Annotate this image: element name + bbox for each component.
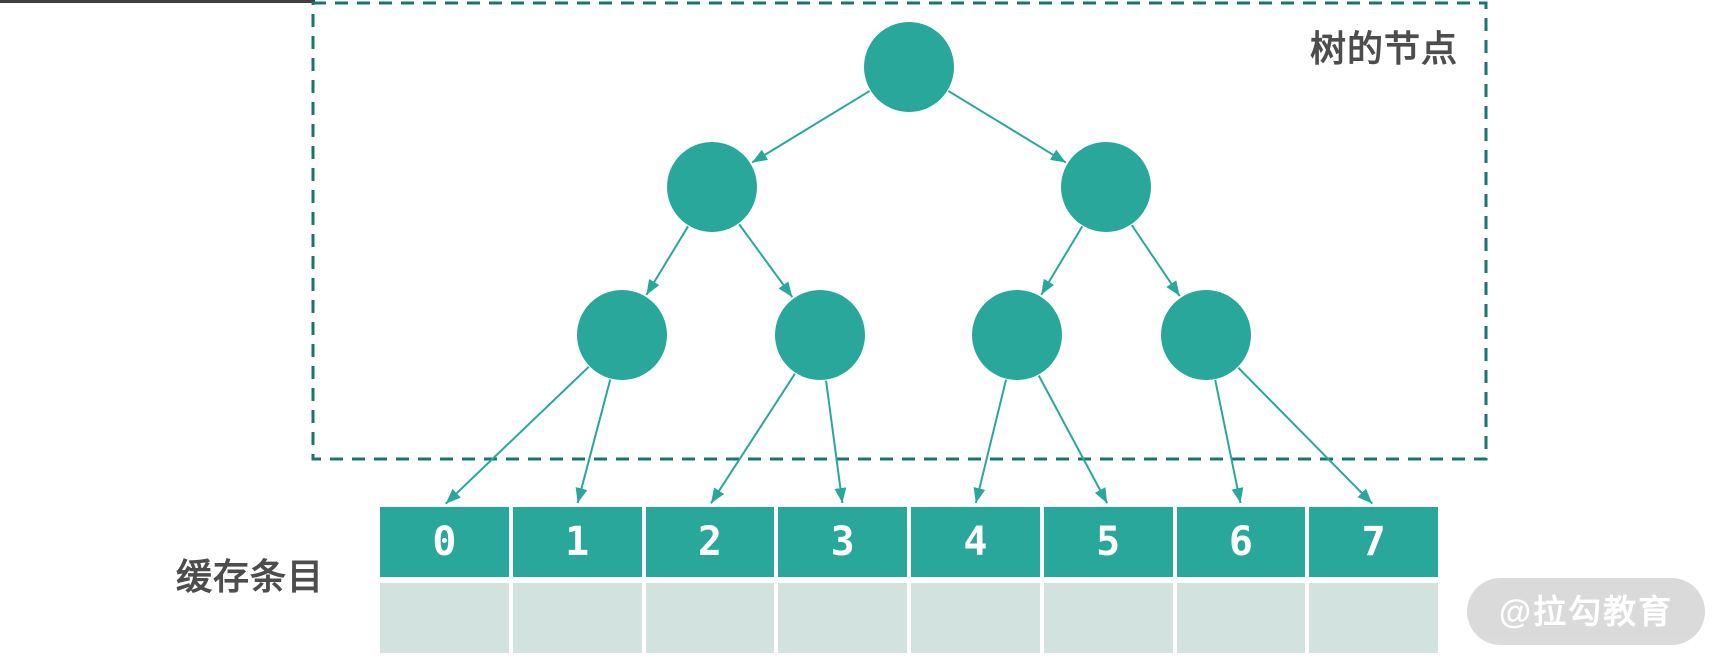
tree-edge-arrow: [1130, 224, 1181, 297]
cache-slot-7: [1309, 583, 1438, 653]
cache-slot-5: [1043, 583, 1173, 653]
cache-slot-3: [778, 583, 907, 653]
tree-node-r: [1061, 142, 1151, 232]
tree-node-rr: [1161, 290, 1251, 380]
watermark-text: @拉勾教育: [1498, 593, 1674, 630]
top-edge-line: [0, 0, 315, 3]
tree-edge-arrow: [738, 223, 794, 298]
tree-edge-arrow: [1037, 375, 1109, 504]
tree-edge-arrow: [645, 225, 689, 296]
cache-row-label: 缓存条目: [176, 556, 325, 597]
tree-edge-arrow: [751, 90, 871, 164]
cache-cell-0: 0: [380, 507, 509, 577]
tree-node-lr: [775, 290, 865, 380]
cache-cell-3: 3: [778, 507, 907, 577]
cache-slot-2: [645, 583, 775, 653]
tree-edge-arrow: [1237, 367, 1373, 505]
cache-cell-2: 2: [645, 507, 775, 577]
watermark-badge: @拉勾教育: [1467, 578, 1705, 645]
cache-slot-4: [911, 583, 1040, 653]
tree-edge-arrow: [1040, 225, 1084, 296]
tree-edge-arrow: [973, 379, 1008, 504]
tree-edge-arrow: [445, 366, 590, 505]
tree-node-rl: [972, 290, 1062, 380]
tree-edge-arrow: [710, 373, 796, 504]
tree-edge-arrow: [825, 380, 847, 504]
tree-edge-arrow: [575, 379, 612, 504]
tree-edge-arrow: [1214, 379, 1244, 504]
tree-node-root: [864, 22, 954, 112]
cache-cell-7: 7: [1309, 507, 1438, 577]
tree-node-l: [667, 142, 757, 232]
tree-node-ll: [577, 290, 667, 380]
cache-slot-1: [512, 583, 642, 653]
cache-slot-6: [1176, 583, 1306, 653]
cache-cell-5: 5: [1043, 507, 1173, 577]
cache-cell-6: 6: [1176, 507, 1306, 577]
tree-region-label: 树的节点: [1310, 28, 1459, 69]
cache-slot-0: [380, 583, 509, 653]
cache-cell-4: 4: [911, 507, 1040, 577]
cache-cell-1: 1: [512, 507, 642, 577]
tree-edge-arrow: [947, 90, 1067, 164]
